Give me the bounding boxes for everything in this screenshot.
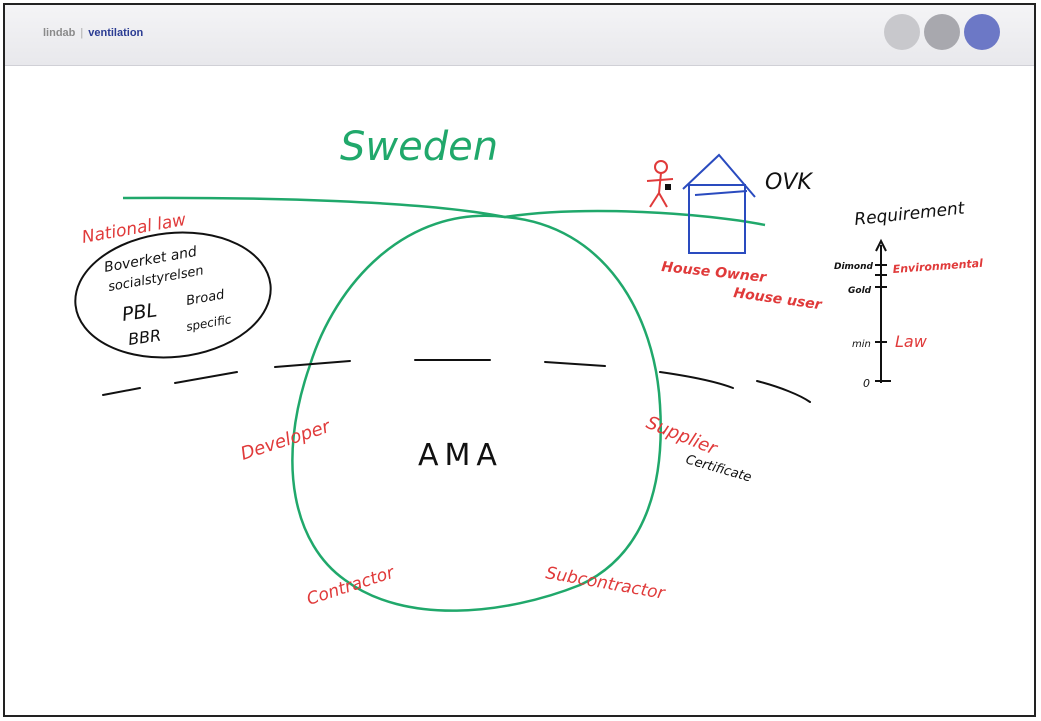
tick-gold: Gold	[848, 286, 872, 296]
contractor-label: Contractor	[304, 562, 397, 609]
company-name: lindab	[43, 27, 76, 39]
nav-dot-3[interactable]	[964, 14, 1000, 50]
supplier-label: Supplier	[643, 412, 721, 460]
national-law-label: National law	[80, 210, 187, 248]
tick-law: Law	[895, 332, 928, 351]
slide-header: lindab | ventilation	[5, 5, 1034, 66]
brand: lindab | ventilation	[43, 27, 143, 39]
ama-label: AMA	[418, 438, 503, 473]
bbr-label: BBR	[127, 326, 162, 349]
whiteboard-diagram: Sweden National law Boverket and socials…	[74, 124, 984, 612]
tick-environmental: Environmental	[892, 257, 983, 276]
tick-dimond: Dimond	[834, 262, 874, 272]
house-owner-label: House Owner	[661, 259, 768, 286]
slide-frame: lindab | ventilation Sweden National law B…	[3, 3, 1036, 717]
ovk-label: OVK	[765, 170, 813, 195]
diagram-title: Sweden	[340, 124, 498, 170]
dashed-line	[102, 359, 811, 403]
pbl-label: PBL	[121, 299, 159, 326]
brand-separator: |	[80, 27, 84, 39]
broad-label: Broad	[185, 287, 226, 309]
tick-min: min	[852, 339, 871, 350]
ama-circle	[291, 214, 662, 612]
person-icon	[646, 160, 674, 208]
house-user-label: House user	[732, 285, 823, 313]
product-name: ventilation	[88, 27, 144, 39]
key-icon	[665, 184, 671, 190]
house-icon	[682, 153, 756, 254]
national-law-oval	[74, 231, 272, 359]
specific-label: specific	[185, 312, 233, 334]
requirement-title: Requirement	[853, 198, 966, 230]
certificate-label: Certificate	[684, 452, 753, 485]
nav-dot-1[interactable]	[884, 14, 920, 50]
developer-label: Developer	[238, 416, 334, 465]
nav-dot-2[interactable]	[924, 14, 960, 50]
tick-zero: 0	[863, 377, 870, 390]
requirement-axis	[875, 238, 891, 383]
